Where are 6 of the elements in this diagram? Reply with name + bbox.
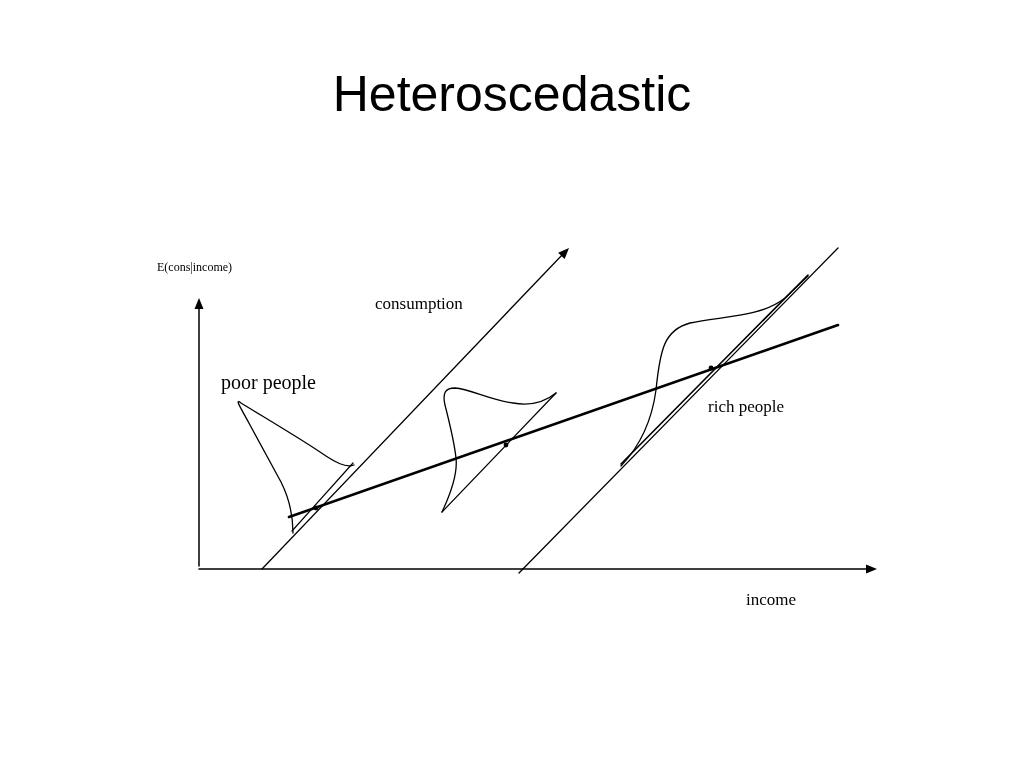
group-label: poor people (221, 371, 316, 394)
axis-label: consumption (375, 294, 463, 314)
axis-label: E(cons|income) (157, 261, 233, 275)
group-label: rich people (708, 397, 784, 417)
axis-label: income (746, 590, 797, 610)
slide-title: Heteroscedastic (332, 66, 692, 124)
